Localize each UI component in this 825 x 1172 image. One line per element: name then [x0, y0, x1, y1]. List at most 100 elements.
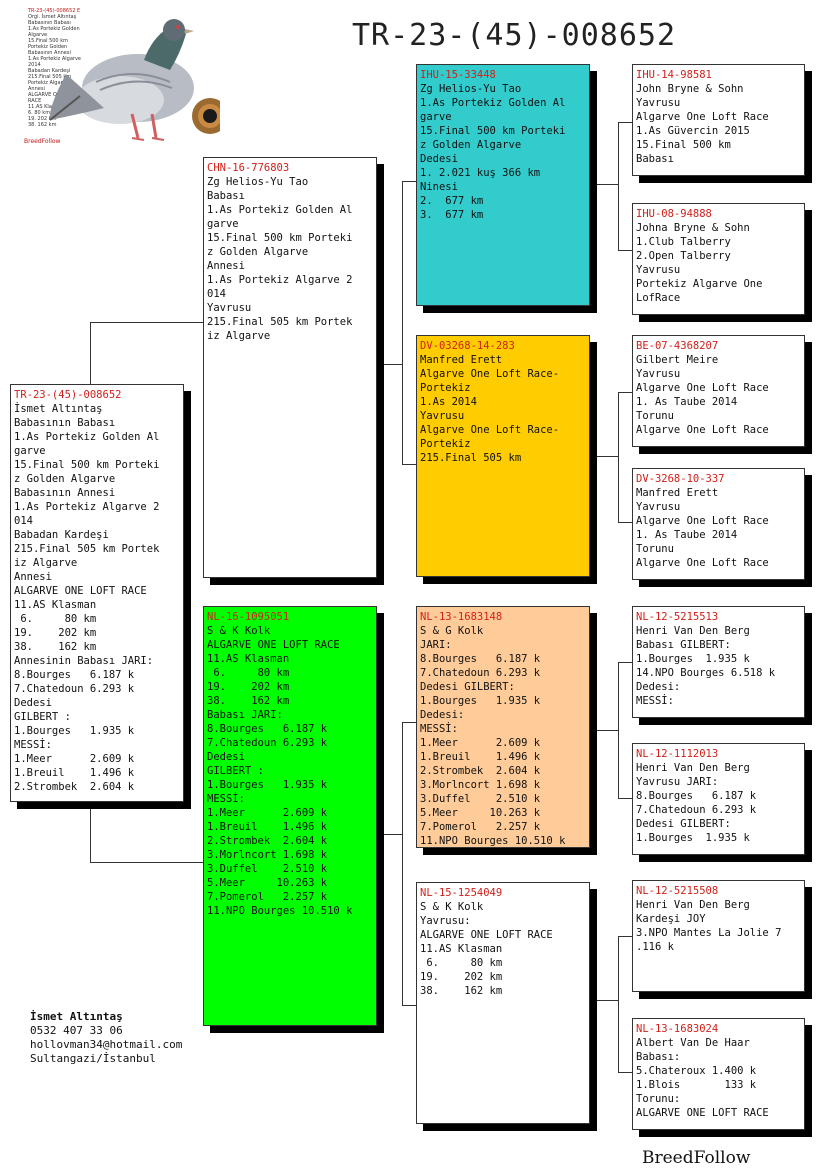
connector	[618, 662, 619, 798]
pedigree-line: 11.AS Klasman	[420, 943, 503, 955]
pedigree-line: MESSİ:	[14, 739, 52, 751]
pedigree-title: TR-23-(45)-008652	[352, 18, 677, 53]
pedigree-line: z Golden Algarve	[14, 473, 116, 485]
pedigree-line: Portekiz	[420, 438, 471, 450]
pedigree-line: 6. 80 km	[14, 613, 97, 625]
header-mini-line: Babasının Babası	[28, 20, 71, 26]
pedigree-line: Dedesi:	[420, 709, 465, 721]
pedigree-line: Yavrusu	[207, 302, 252, 314]
pedigree-line: 1.Meer 2.609 k	[420, 737, 541, 749]
pedigree-line: Torunu	[636, 543, 674, 555]
pedigree-line: 2. 677 km	[420, 195, 484, 207]
pedigree-line: 7.Chatedoun 6.293 k	[207, 737, 328, 749]
ring-number: IHU-14-98581	[636, 69, 712, 81]
pedigree-line: Algarve One Loft Race	[636, 111, 769, 123]
pedigree-line: Yavrusu	[636, 264, 681, 276]
pedigree-line: iz Algarve	[14, 557, 78, 569]
connector	[383, 834, 402, 835]
pedigree-line: 7.Chatedoun 6.293 k	[420, 667, 541, 679]
pedigree-line: Babasının Annesi	[14, 487, 116, 499]
pedigree-line: 14.NPO Bourges 6.518 k	[636, 667, 776, 679]
connector	[618, 522, 632, 523]
pedigree-line: Torunu	[636, 410, 674, 422]
pedigree-line: Gilbert Meire	[636, 354, 719, 366]
pedigree-line: 8.Bourges 6.187 k	[14, 669, 135, 681]
pedigree-line: Algarve One Loft Race	[636, 557, 769, 569]
connector	[618, 122, 632, 123]
pedigree-line: 1.Club Talberry	[636, 236, 731, 248]
connector	[402, 722, 403, 1005]
ring-number: NL-12-5215508	[636, 885, 719, 897]
pedigree-line: 1.As Portekiz Golden Al	[420, 97, 566, 109]
pedigree-line: Henri Van Den Berg	[636, 762, 750, 774]
header-mini-line: Babadan Kardeşi	[28, 68, 71, 74]
pedigree-line: 1. As Taube 2014	[636, 529, 738, 541]
pedigree-line: 8.Bourges 6.187 k	[420, 653, 541, 665]
pedigree-line: 6. 80 km	[420, 957, 503, 969]
pedigree-line: 3. 677 km	[420, 209, 484, 221]
pedigree-line: Algarve One Loft Race-	[420, 368, 560, 380]
pedigree-line: 11.AS Klasman	[14, 599, 97, 611]
connector	[597, 730, 618, 731]
pedigree-line: Henri Van Den Berg	[636, 625, 750, 637]
pedigree-line: 1.Bourges 1.935 k	[420, 695, 541, 707]
pedigree-line: ALGARVE ONE LOFT RACE	[636, 1107, 769, 1119]
pedigree-line: Yavrusu	[636, 368, 681, 380]
pedigree-line: 15.Final 500 km	[636, 139, 731, 151]
connector	[618, 662, 632, 663]
owner-email[interactable]: hollovman34@hotmail.com	[30, 1038, 183, 1051]
pedigree-line: 1.Breuil 1.496 k	[14, 767, 135, 779]
pedigree-line: JARI:	[420, 639, 452, 651]
pedigree-line: Portekiz Algarve One	[636, 278, 763, 290]
pedigree-line: 2.Strombek 2.604 k	[14, 781, 135, 793]
pedigree-line: 1.Bourges 1.935 k	[14, 725, 135, 737]
connector	[618, 936, 632, 937]
connector	[618, 1072, 632, 1073]
pedigree-line: Dedesi:	[636, 681, 681, 693]
connector	[618, 798, 632, 799]
ring-number: IHU-08-94888	[636, 208, 712, 220]
header-mini-line: 1.As Portekiz Golden Algarve	[28, 26, 80, 38]
pedigree-line: 014	[14, 515, 33, 527]
pedigree-line: .116 k	[636, 941, 674, 953]
pedigree-line: İsmet Altıntaş	[14, 403, 103, 415]
pedigree-line: Torunu:	[636, 1093, 681, 1105]
pedigree-line: 3.Morlncort 1.698 k	[420, 779, 541, 791]
ring-number: NL-13-1683148	[420, 611, 503, 623]
pedigree-line: 1.As Güvercin 2015	[636, 125, 750, 137]
owner-info: İsmet Altıntaş 0532 407 33 06 hollovman3…	[30, 1010, 182, 1066]
pedigree-line: Algarve One Loft Race	[636, 515, 769, 527]
pedigree-line: Yavrusu	[420, 410, 465, 422]
connector	[402, 1005, 416, 1006]
header-mini-line: 38. 162 km	[28, 122, 57, 128]
connector	[618, 122, 619, 250]
brand-logo: BreedFollow	[642, 1148, 751, 1168]
pedigree-line: garve	[14, 445, 46, 457]
pedigree-line: 014	[207, 288, 226, 300]
ring-number: BE-07-4368207	[636, 340, 719, 352]
pedigree-line: Dedesi GILBERT:	[420, 681, 515, 693]
pedigree-line: Algarve One Loft Race	[636, 424, 769, 436]
pedigree-line: Babası JARI:	[207, 709, 283, 721]
pedigree-line: Henri Van Den Berg	[636, 899, 750, 911]
pedigree-line: Albert Van De Haar	[636, 1037, 750, 1049]
ring-number: IHU-15-33448	[420, 69, 496, 81]
pedigree-line: 1.As Portekiz Algarve 2	[14, 501, 160, 513]
pedigree-line: 19. 202 km	[207, 681, 290, 693]
